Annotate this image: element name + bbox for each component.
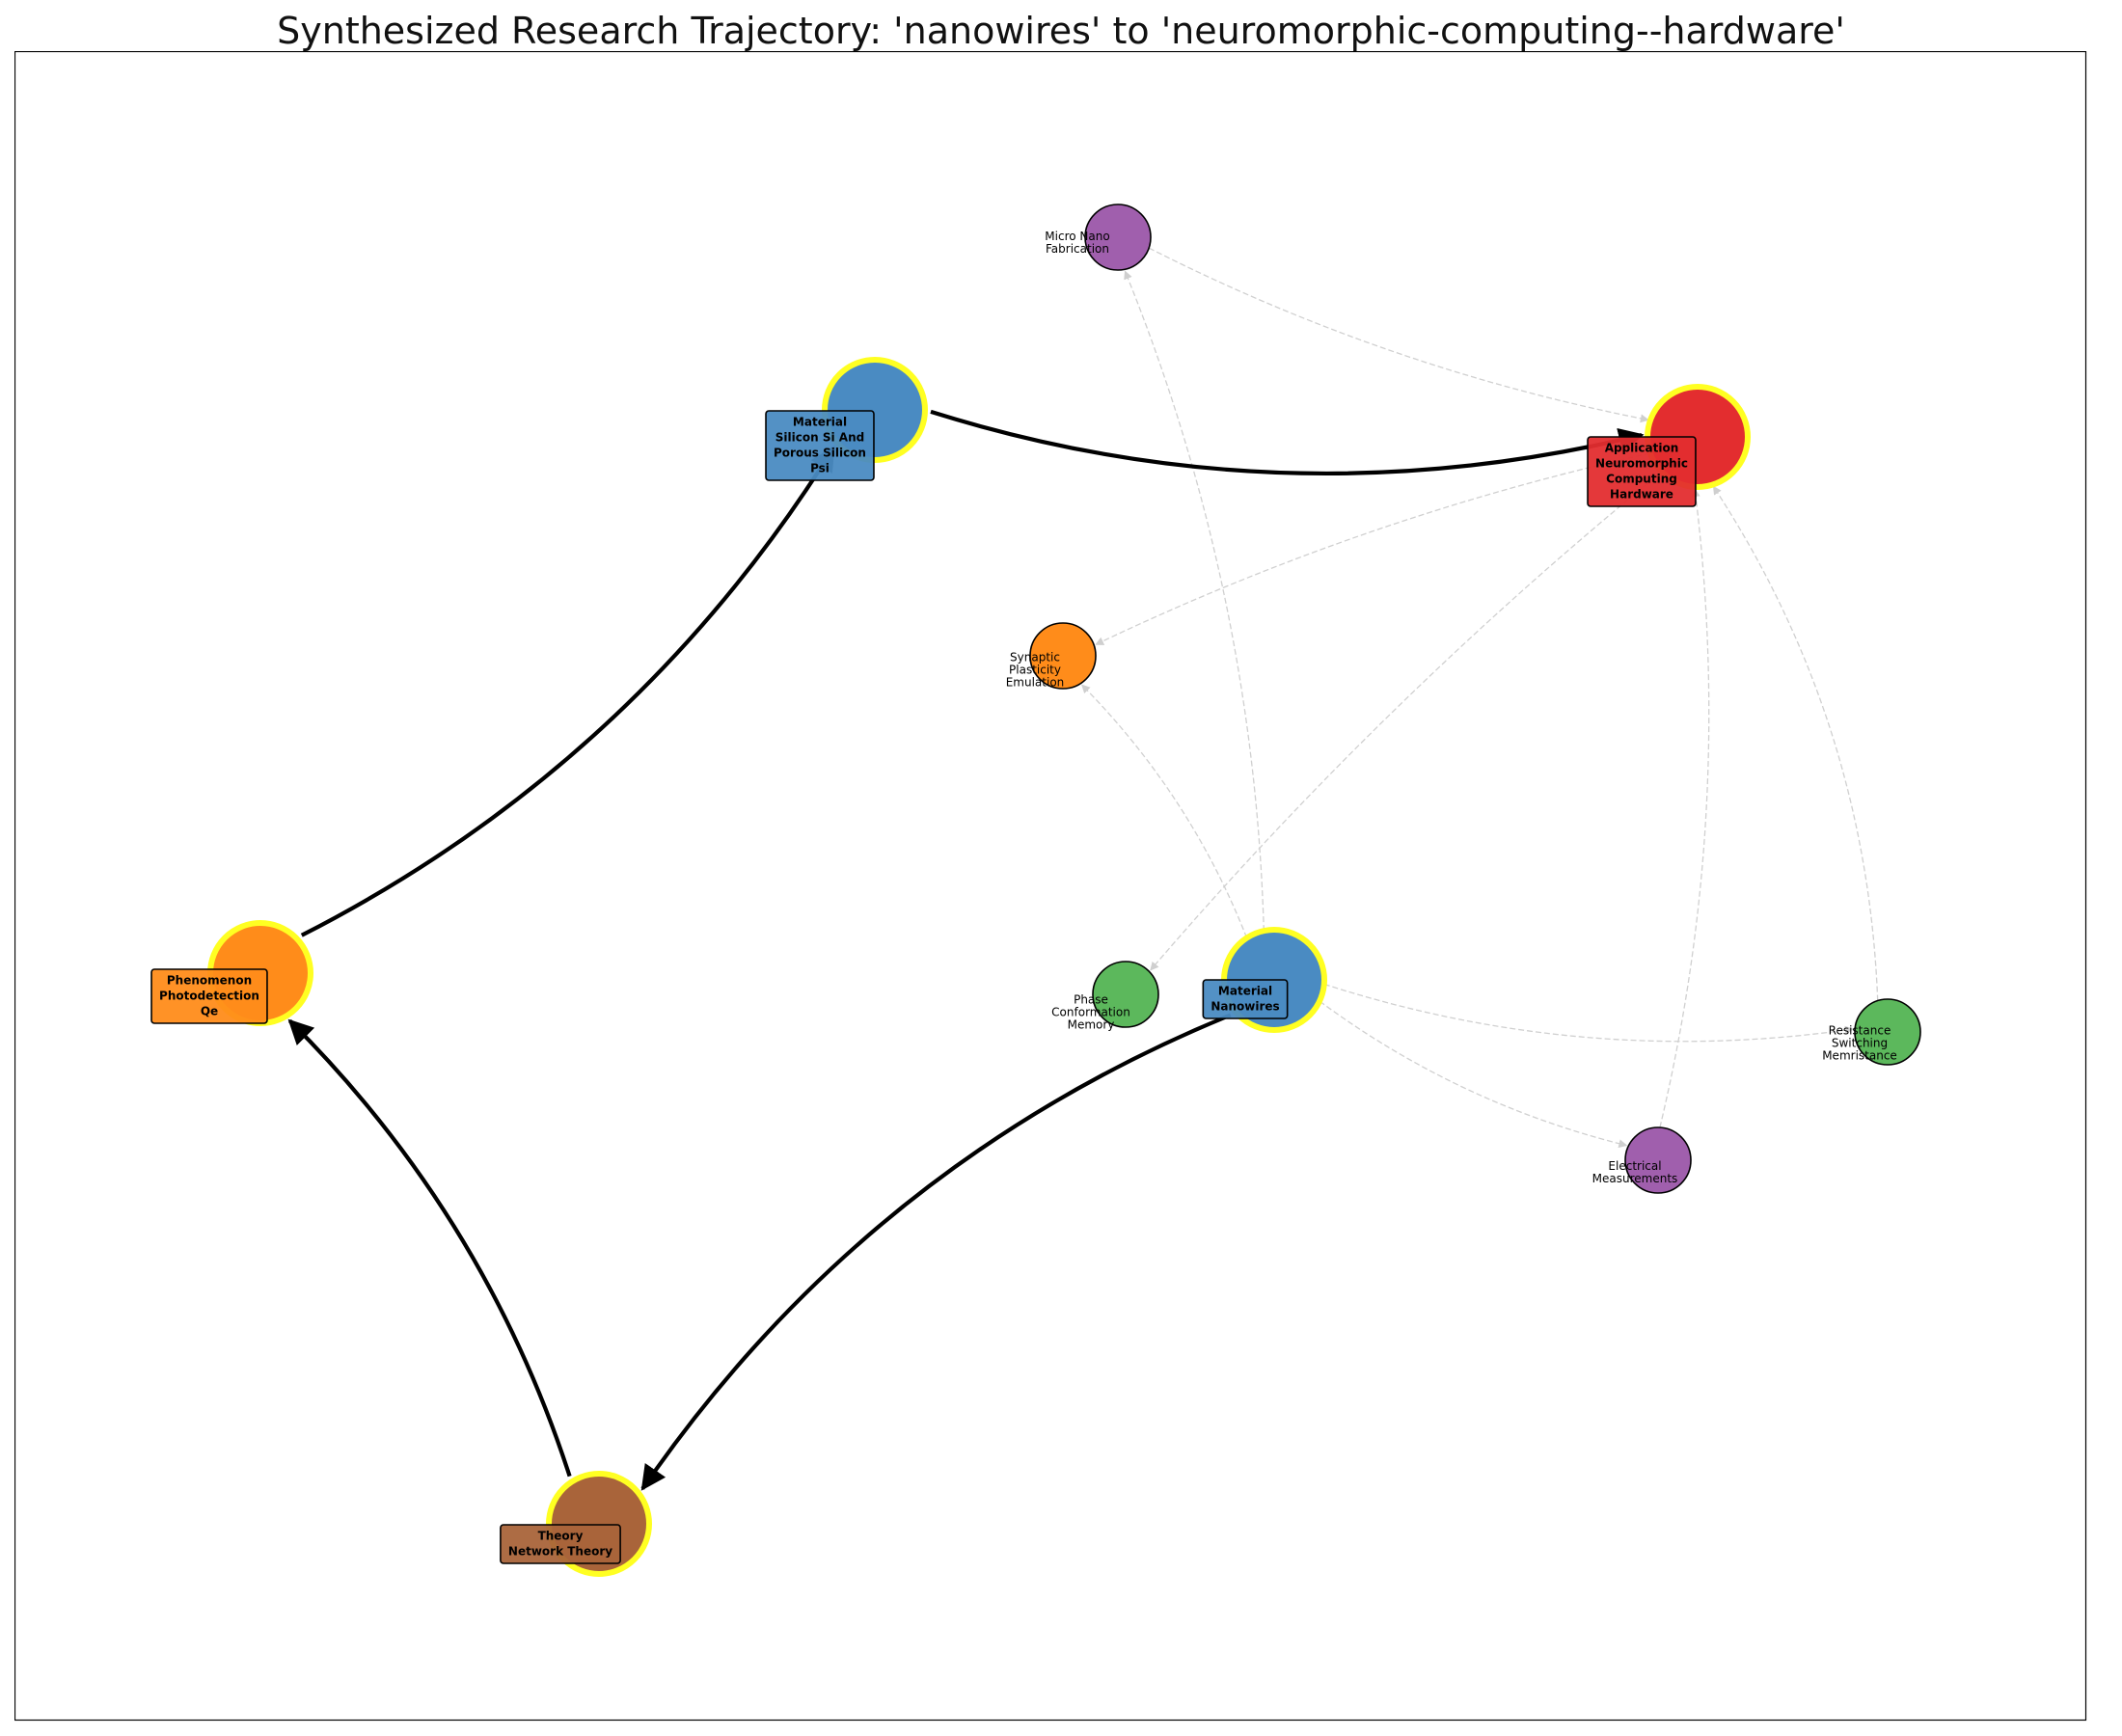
- label-box-neuromorphic-line-2: Computing: [1606, 473, 1677, 486]
- label-box-nanowires-line-1: Nanowires: [1211, 1000, 1279, 1014]
- label-box-network-theory-line-1: Network Theory: [508, 1545, 612, 1559]
- chart-title: Synthesized Research Trajectory: 'nanowi…: [277, 10, 1845, 52]
- node-label-resistance-line-1: Switching: [1832, 1037, 1888, 1050]
- path-edge-nanowires-to-network-theory: [640, 1013, 1232, 1491]
- label-box-silicon-line-1: Silicon Si And: [775, 431, 864, 445]
- path-edge-silicon-to-neuromorphic: [930, 409, 1645, 475]
- node-label-electrical-line-0: Electrical: [1608, 1159, 1661, 1173]
- context-edges: [1081, 247, 1879, 1149]
- label-box-silicon-line-3: Psi: [810, 462, 830, 475]
- node-label-synaptic-line-2: Emulation: [1006, 676, 1065, 690]
- edge-nanowires-to-synaptic: [1081, 684, 1248, 938]
- label-box-photodetection-line-0: Phenomenon: [167, 974, 252, 988]
- label-box-silicon-line-0: Material: [793, 416, 847, 429]
- node-label-phase-line-0: Phase: [1074, 993, 1108, 1007]
- node-label-electrical-line-1: Measurements: [1592, 1172, 1678, 1185]
- nodes: [207, 203, 1921, 1577]
- path-edge-network-theory-to-photodetection: [287, 1018, 572, 1478]
- node-phase[interactable]: [1092, 961, 1159, 1028]
- label-box-neuromorphic-line-3: Hardware: [1610, 488, 1673, 502]
- label-box-bg-photodetection: [150, 968, 268, 1024]
- label-box-network-theory-line-0: Theory: [538, 1530, 584, 1543]
- node-synaptic[interactable]: [1029, 622, 1097, 690]
- node-micro-nano[interactable]: [1084, 203, 1152, 271]
- label-box-bg-nanowires: [1202, 979, 1289, 1019]
- network-graph: Micro NanoFabricationSynapticPlasticityE…: [14, 51, 2087, 1722]
- label-box-neuromorphic-line-1: Neuromorphic: [1595, 457, 1688, 471]
- edge-micro-nano-to-neuromorphic: [1148, 247, 1649, 423]
- edge-resistance-to-neuromorphic: [1712, 485, 1879, 1001]
- edge-neuromorphic-to-synaptic: [1095, 452, 1650, 645]
- label-box-silicon-line-2: Porous Silicon: [774, 447, 866, 460]
- node-label-synaptic-line-1: Plasticity: [1009, 664, 1061, 677]
- path-edges: [287, 409, 1645, 1491]
- edge-nanowires-to-micro-nano: [1124, 270, 1265, 932]
- node-label-phase-line-1: Conformation: [1051, 1006, 1130, 1019]
- label-box-bg-neuromorphic: [1587, 436, 1697, 507]
- node-label-micro-nano-line-0: Micro Nano: [1045, 230, 1109, 243]
- edge-nanowires-to-resistance: [1323, 983, 1854, 1043]
- node-label-micro-nano-line-1: Fabrication: [1046, 242, 1109, 256]
- label-box-bg-silicon: [765, 410, 875, 481]
- node-resistance[interactable]: [1854, 998, 1921, 1066]
- node-label-resistance-line-0: Resistance: [1829, 1024, 1891, 1038]
- edge-electrical-to-neuromorphic: [1659, 488, 1710, 1128]
- path-edge-photodetection-to-silicon: [300, 445, 835, 937]
- node-label-resistance-line-2: Memristance: [1822, 1049, 1897, 1063]
- label-box-photodetection-line-2: Qe: [201, 1005, 218, 1018]
- label-box-nanowires-line-0: Material: [1218, 985, 1272, 998]
- edge-neuromorphic-to-phase: [1150, 471, 1663, 971]
- node-label-synaptic-line-0: Synaptic: [1010, 651, 1060, 665]
- edge-nanowires-to-electrical: [1319, 1000, 1628, 1149]
- label-box-bg-network-theory: [500, 1524, 621, 1564]
- node-electrical[interactable]: [1624, 1126, 1692, 1194]
- plot-frame: [14, 51, 2087, 1722]
- label-box-neuromorphic-line-0: Application: [1605, 442, 1679, 455]
- node-label-phase-line-2: Memory: [1068, 1018, 1115, 1032]
- label-box-photodetection-line-1: Photodetection: [159, 990, 259, 1003]
- labels: Micro NanoFabricationSynapticPlasticityE…: [150, 230, 1897, 1564]
